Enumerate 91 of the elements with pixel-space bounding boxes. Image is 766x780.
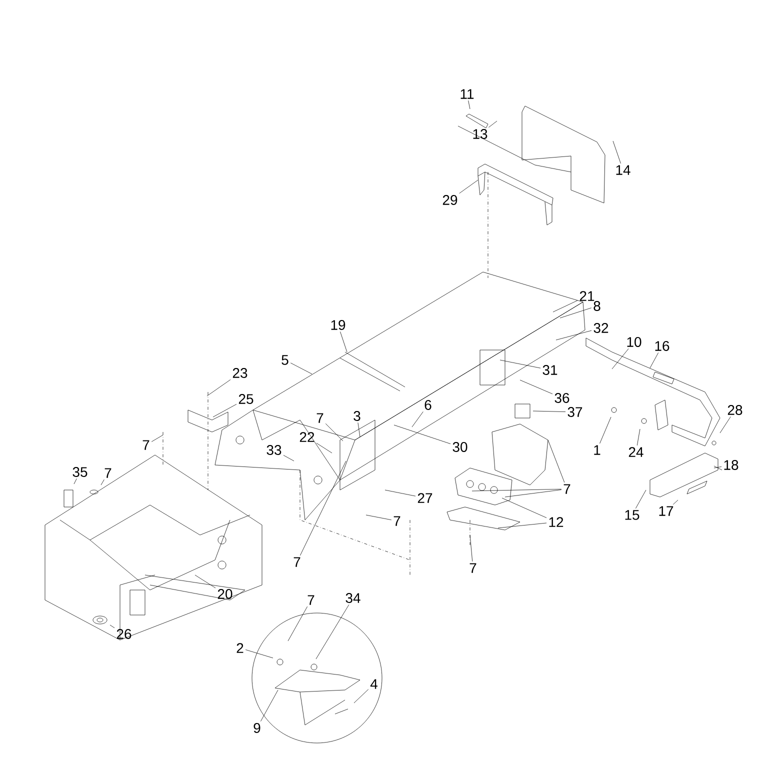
leader-line xyxy=(459,180,478,194)
leader-line xyxy=(612,140,621,164)
callout-number: 27 xyxy=(418,493,432,503)
leader-line xyxy=(532,410,566,412)
leader-line xyxy=(504,490,562,498)
leader-line xyxy=(290,362,312,374)
leader-line xyxy=(520,380,553,394)
leader-line xyxy=(283,455,294,462)
leader-line xyxy=(384,490,416,496)
leader-line xyxy=(151,434,164,442)
callout-number: 25 xyxy=(238,394,254,404)
leader-line xyxy=(212,404,237,418)
callout-number: 18 xyxy=(724,460,738,470)
leader-line xyxy=(412,411,424,428)
callout-number: 3 xyxy=(354,411,360,421)
callout-number: 10 xyxy=(627,337,642,347)
leader-line xyxy=(110,624,115,628)
leader-line xyxy=(468,100,470,110)
callout-number: 7 xyxy=(294,557,300,567)
callout-number: 30 xyxy=(452,442,468,452)
leader-line xyxy=(612,348,629,370)
callout-number: 28 xyxy=(728,405,742,415)
callout-number: 32 xyxy=(594,323,608,333)
leader-line xyxy=(394,424,451,444)
leader-line xyxy=(600,416,612,444)
callout-number: 36 xyxy=(554,393,570,403)
leader-line xyxy=(74,478,77,484)
callout-number: 7 xyxy=(316,413,324,423)
leader-line xyxy=(472,488,562,492)
callout-number: 5 xyxy=(282,355,288,365)
leader-line xyxy=(560,308,592,318)
callout-number: 31 xyxy=(542,365,558,375)
leader-line xyxy=(354,689,369,704)
callout-number: 7 xyxy=(564,484,570,494)
leader-line xyxy=(552,300,578,312)
leader-line xyxy=(100,479,104,486)
leader-line xyxy=(316,442,332,454)
callout-number: 7 xyxy=(104,468,112,478)
callout-number: 7 xyxy=(142,440,150,450)
callout-number: 8 xyxy=(594,301,600,311)
leader-line xyxy=(672,500,678,505)
callout-number: 16 xyxy=(655,341,670,351)
callout-number: 21 xyxy=(580,291,594,301)
callout-number: 37 xyxy=(568,407,582,417)
callout-number: 29 xyxy=(442,195,458,205)
callout-number: 13 xyxy=(473,129,488,139)
leader-line xyxy=(325,423,344,442)
callout-number: 7 xyxy=(470,563,476,573)
leader-line xyxy=(245,650,274,658)
callout-number: 1 xyxy=(594,445,600,455)
callout-number: 26 xyxy=(116,629,132,639)
callout-number: 19 xyxy=(331,320,346,330)
leader-line xyxy=(316,604,350,660)
leader-line xyxy=(556,330,592,340)
leader-line xyxy=(358,422,360,438)
leader-line xyxy=(288,606,308,642)
leader-line xyxy=(194,574,216,588)
leader-line xyxy=(470,534,473,562)
callout-number: 11 xyxy=(460,89,474,99)
leader-line xyxy=(366,514,392,520)
leader-line xyxy=(500,360,541,368)
callout-number: 17 xyxy=(659,506,674,516)
callout-number: 7 xyxy=(394,516,400,526)
leader-line xyxy=(650,352,659,368)
leader-line xyxy=(502,498,547,518)
leader-line xyxy=(636,428,640,446)
callout-number: 6 xyxy=(424,400,432,410)
callout-number: 24 xyxy=(628,447,644,457)
callout-number: 7 xyxy=(308,595,314,605)
callout-number: 15 xyxy=(625,510,640,520)
callout-number: 20 xyxy=(218,589,232,599)
callout-number: 9 xyxy=(254,723,260,733)
callout-number: 34 xyxy=(346,593,360,603)
callout-number: 22 xyxy=(300,432,314,442)
leader-line xyxy=(548,440,565,483)
callout-number: 2 xyxy=(236,643,244,653)
leader-line xyxy=(714,466,722,468)
leader-line xyxy=(206,379,231,396)
callout-number: 12 xyxy=(549,517,564,527)
callout-number: 14 xyxy=(616,165,630,175)
leader-line xyxy=(720,416,731,434)
callout-number: 4 xyxy=(370,679,378,689)
leader-line xyxy=(498,522,547,528)
leader-line xyxy=(340,331,348,352)
leader-line xyxy=(260,690,278,722)
leader-line xyxy=(300,460,346,556)
callout-number: 23 xyxy=(232,368,248,378)
leader-line xyxy=(488,120,498,128)
callout-number: 35 xyxy=(72,467,88,477)
leader-line xyxy=(635,490,646,509)
callout-number: 33 xyxy=(266,445,282,455)
